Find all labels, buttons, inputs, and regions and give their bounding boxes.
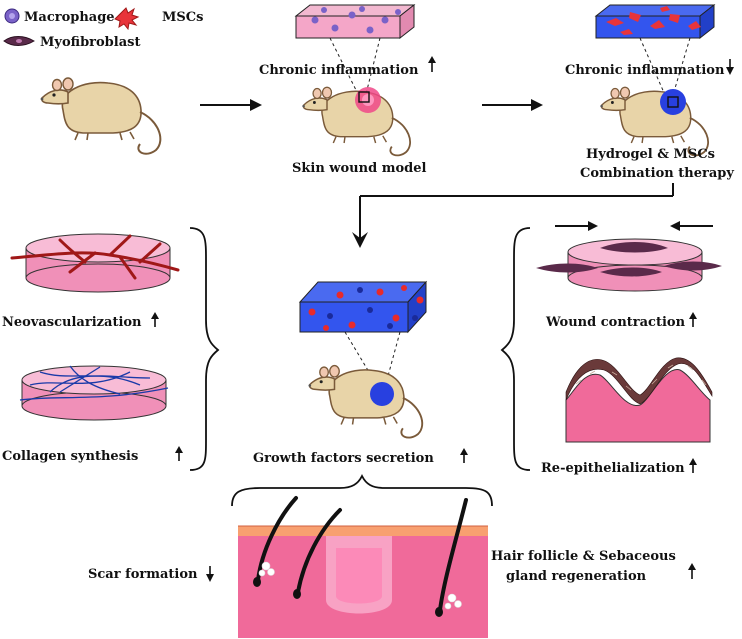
up-arrow-icon (460, 448, 468, 463)
collagen-disc (19, 365, 169, 421)
growth-factors-label: Growth factors secretion (253, 451, 434, 466)
re-epithelialization-label: Re-epithelialization (541, 461, 685, 476)
mscs-icon (114, 7, 140, 31)
wounded-mouse (301, 86, 412, 157)
hydrogel-mscs-block (594, 3, 716, 40)
left-brace (189, 227, 220, 471)
collagen-label: Collagen synthesis (2, 449, 138, 464)
model-caption: Skin wound model (292, 161, 426, 176)
legend-mscs: MSCs (162, 10, 203, 25)
contraction-arrows (555, 221, 713, 231)
macrophage-cells (311, 6, 401, 34)
hair-follicle-line1: Hair follicle & Sebaceous (491, 549, 676, 564)
scar-region (326, 536, 392, 614)
collagen-fibers (19, 365, 169, 401)
up-arrow-icon (428, 56, 436, 72)
progress-arrow-2 (482, 99, 543, 111)
neovascularization-disc (10, 233, 180, 293)
skin-section (238, 496, 488, 638)
legend-macrophage: Macrophage (24, 10, 115, 25)
hair-follicle-line2: gland regeneration (506, 569, 647, 584)
epithelial-cells (565, 357, 713, 405)
wound-contraction-label: Wound contraction (545, 315, 686, 330)
mscs-cells (606, 6, 701, 35)
legend: Macrophage MSCs Myofibroblast (3, 7, 203, 50)
up-arrow-icon (175, 446, 183, 461)
up-arrow-icon (689, 458, 697, 473)
wound-contraction-disc (536, 238, 722, 292)
sebaceous-glands (258, 561, 462, 610)
scar-formation-label: Scar formation (88, 567, 198, 582)
myofibroblast-cells (536, 242, 722, 277)
up-arrow-icon (688, 563, 696, 579)
down-arrow-icon (206, 566, 214, 582)
therapy-caption-line1: Hydrogel & MSCs (586, 147, 715, 162)
up-arrow-icon (689, 312, 697, 327)
normal-mouse (39, 77, 162, 155)
epithelium-block (565, 357, 713, 443)
growth-factor-dots (308, 285, 424, 331)
right-brace (500, 227, 531, 471)
inflamed-skin-block (294, 3, 416, 40)
myofibroblast-icon (3, 36, 35, 46)
neovascularization-label: Neovascularization (2, 315, 142, 330)
connector-arrow (352, 183, 674, 248)
treated-label: Chronic inflammation (565, 63, 725, 78)
legend-myofibroblast: Myofibroblast (40, 35, 140, 50)
inflamed-label: Chronic inflammation (259, 63, 419, 78)
down-arrow-icon (726, 59, 734, 75)
macrophage-icon (4, 8, 20, 24)
healing-mouse (307, 364, 424, 439)
progress-arrow-1 (200, 99, 262, 111)
bottom-brace (231, 473, 493, 507)
therapy-caption-line2: Combination therapy (580, 166, 734, 181)
treated-mouse (599, 86, 710, 157)
blood-vessels (10, 234, 180, 280)
up-arrow-icon (151, 312, 159, 327)
growth-factor-block (298, 280, 428, 334)
